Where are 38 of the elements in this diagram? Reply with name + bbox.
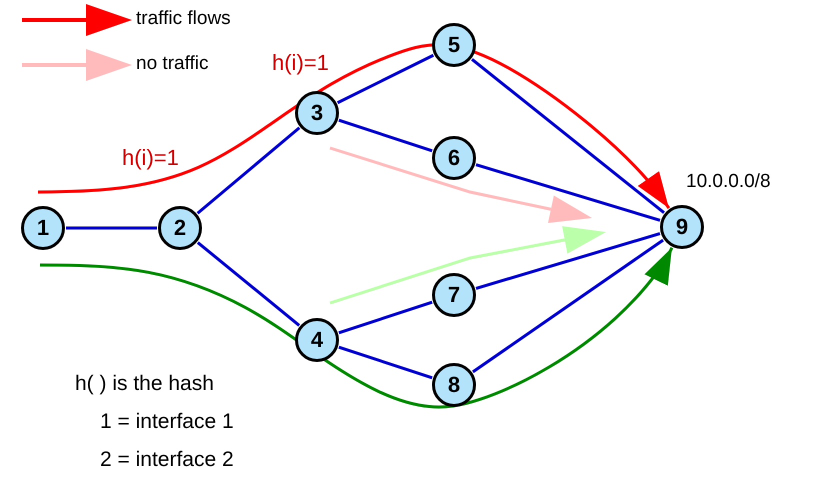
router-node <box>432 136 476 180</box>
node-number: 3 <box>310 99 324 127</box>
note-text: h( ) is the hash <box>75 372 214 396</box>
link-line <box>196 126 300 214</box>
legend-label: traffic flows <box>136 8 231 30</box>
router-node <box>660 205 704 249</box>
router-node <box>432 273 476 317</box>
note-text: 2 = interface 2 <box>100 448 234 472</box>
router-node <box>432 23 476 67</box>
router-node <box>295 318 339 362</box>
node-number: 5 <box>446 31 462 59</box>
link-line <box>338 118 433 152</box>
link-line <box>476 163 660 222</box>
node-number: 7 <box>446 281 462 309</box>
note-text: 1 = interface 1 <box>100 410 234 434</box>
router-node <box>158 206 202 250</box>
hash-value-label: h(i)=1 <box>122 145 179 171</box>
link-line <box>196 241 300 327</box>
link-line <box>476 232 660 290</box>
link-line <box>338 300 433 334</box>
link-line <box>471 58 665 214</box>
legend-label: no traffic <box>136 53 209 75</box>
link-line <box>338 346 433 380</box>
node-number: 2 <box>172 214 188 242</box>
router-node <box>21 206 65 250</box>
link-line <box>66 226 157 230</box>
node-number: 6 <box>446 144 462 172</box>
link-line <box>336 54 434 104</box>
node-number: 8 <box>446 371 462 399</box>
router-node <box>432 363 476 407</box>
traffic-flow-arrow <box>40 247 674 408</box>
router-node <box>295 91 339 135</box>
node-number: 1 <box>36 214 50 242</box>
prefix-label: 10.0.0.0/8 <box>686 171 771 193</box>
traffic-flow-arrow <box>38 43 670 209</box>
hash-value-label: h(i)=1 <box>272 50 329 76</box>
node-number: 4 <box>310 326 324 354</box>
node-number: 9 <box>674 213 690 241</box>
